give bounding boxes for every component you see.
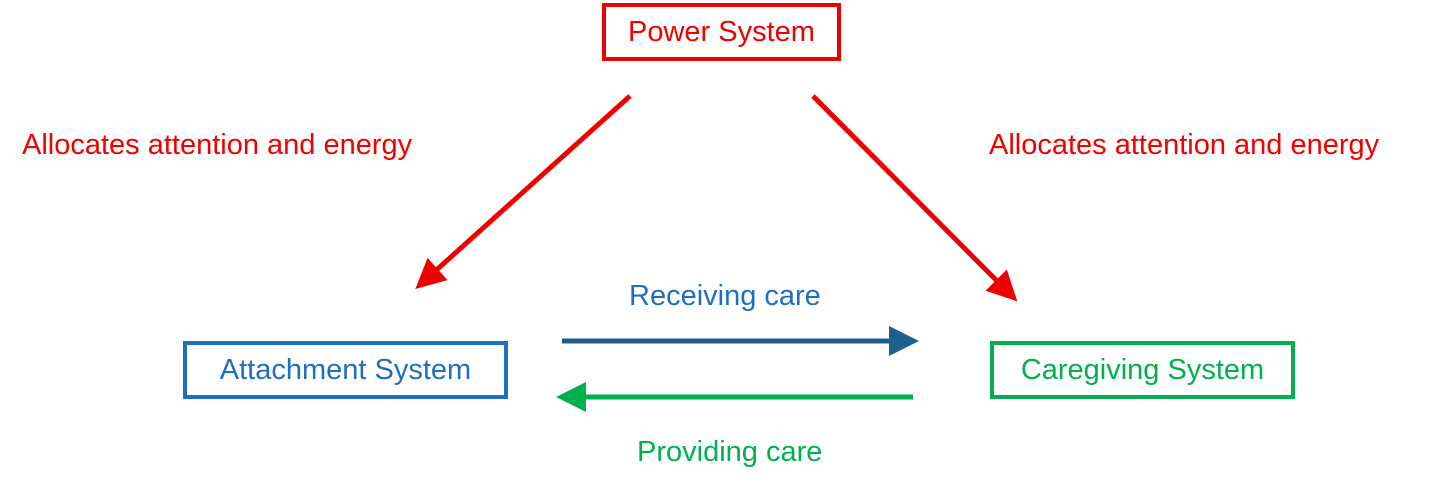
power-system-label: Power System [628, 15, 815, 48]
arrow-power-to-caregiving [811, 94, 1018, 302]
edge-label-power-to-attachment: Allocates attention and energy [22, 129, 413, 161]
power-system-node: Power System [602, 3, 841, 61]
edge-label-power-to-caregiving: Allocates attention and energy [989, 129, 1380, 161]
edge-label-providing-care: Providing care [637, 436, 823, 468]
caregiving-system-label: Caregiving System [1020, 353, 1265, 386]
attachment-system-label: Attachment System [219, 353, 472, 386]
caregiving-system-node: Caregiving System [990, 341, 1295, 399]
arrow-power-to-attachment [415, 94, 632, 290]
attachment-system-node: Attachment System [183, 341, 508, 399]
edge-label-receiving-care: Receiving care [629, 280, 821, 312]
